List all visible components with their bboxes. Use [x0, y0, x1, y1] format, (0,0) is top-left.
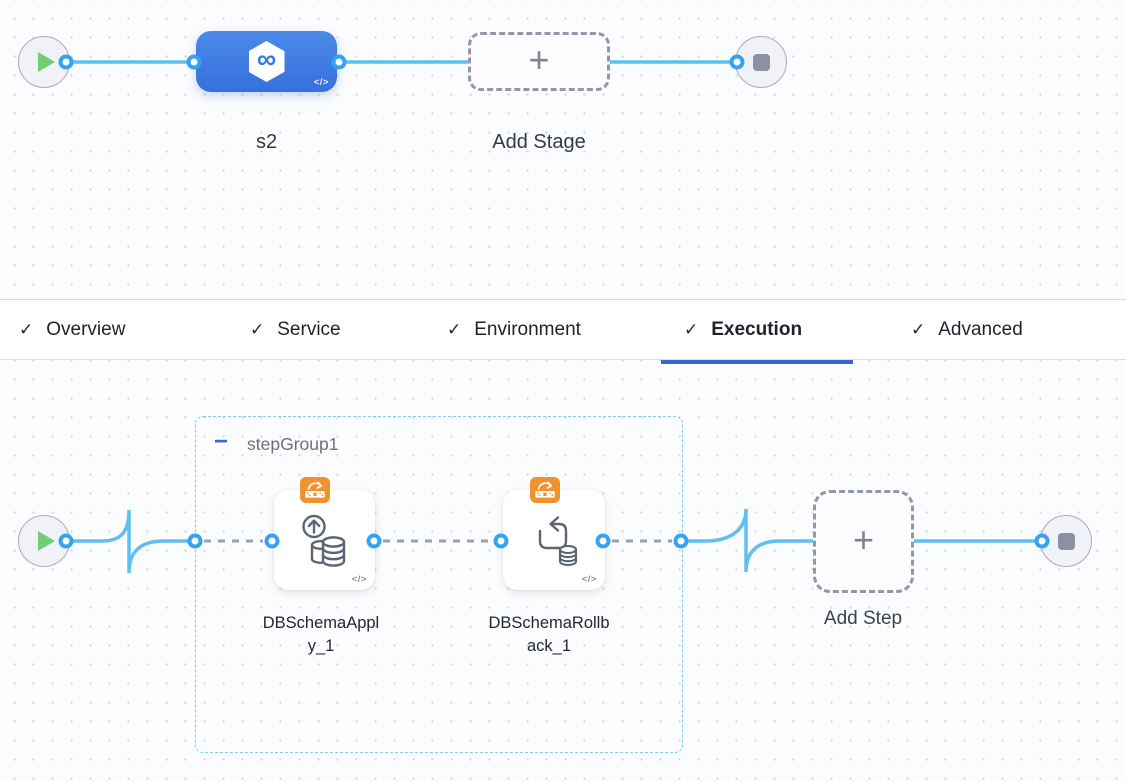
- stage-config-tabbar: ✓ Overview ✓ Service ✓ Environment ✓ Exe…: [0, 299, 1126, 360]
- plus-icon: +: [528, 38, 550, 80]
- tab-environment[interactable]: ✓ Environment: [421, 300, 607, 359]
- add-stage-button[interactable]: +: [468, 32, 610, 91]
- add-step-button[interactable]: +: [813, 490, 914, 593]
- yaml-view-icon: </>: [581, 574, 597, 585]
- play-icon: [38, 531, 55, 551]
- execution-end-node: [1040, 515, 1092, 567]
- tab-label: Advanced: [938, 318, 1023, 340]
- check-icon: ✓: [911, 319, 926, 339]
- check-icon: ✓: [447, 319, 462, 339]
- step-group-title[interactable]: stepGroup1: [247, 434, 339, 454]
- step-label-dbschemarollback: DBSchemaRollback_1: [488, 614, 610, 655]
- step-node-dbschemaapply[interactable]: </>: [274, 477, 375, 590]
- tab-execution[interactable]: ✓ Execution: [658, 300, 828, 359]
- tab-advanced[interactable]: ✓ Advanced: [885, 300, 1049, 359]
- step-label-dbschemaapply: DBSchemaApply_1: [262, 614, 380, 655]
- stop-icon: [752, 53, 770, 71]
- pipeline-end-node: [735, 36, 787, 88]
- plus-icon: +: [852, 518, 875, 560]
- pipeline-start-node: [18, 36, 70, 88]
- step-node-dbschemarollback[interactable]: </>: [503, 477, 605, 590]
- execution-start-node: [18, 515, 70, 567]
- tab-label: Service: [277, 318, 341, 340]
- active-tab-underline: [661, 360, 853, 364]
- looping-strategy-icon: [535, 481, 555, 498]
- yaml-view-icon: </>: [313, 77, 329, 88]
- add-stage-label: Add Stage: [492, 131, 586, 153]
- yaml-view-icon: </>: [351, 574, 367, 585]
- check-icon: ✓: [684, 319, 699, 339]
- tab-label: Execution: [711, 318, 803, 340]
- stage-node-s2[interactable]: ∞ </>: [196, 31, 337, 92]
- db-schema-rollback-icon: [538, 516, 578, 567]
- looping-strategy-icon: [305, 481, 325, 498]
- play-icon: [38, 52, 55, 72]
- tab-service[interactable]: ✓ Service: [224, 300, 367, 359]
- check-icon: ✓: [250, 319, 265, 339]
- stage-label: s2: [255, 131, 278, 153]
- db-schema-apply-icon: [301, 514, 345, 567]
- harness-logo-glyph: ∞: [256, 44, 277, 74]
- collapse-step-group-icon[interactable]: −: [214, 428, 229, 455]
- tab-overview[interactable]: ✓ Overview: [0, 300, 151, 359]
- check-icon: ✓: [19, 319, 34, 339]
- add-step-label: Add Step: [823, 608, 903, 629]
- tab-label: Environment: [474, 318, 581, 340]
- stop-icon: [1057, 532, 1075, 550]
- tab-label: Overview: [46, 318, 126, 340]
- harness-stage-icon: ∞: [248, 41, 285, 82]
- looping-strategy-badge: [530, 477, 560, 503]
- step-group-box[interactable]: [195, 416, 683, 753]
- looping-strategy-badge: [300, 477, 330, 503]
